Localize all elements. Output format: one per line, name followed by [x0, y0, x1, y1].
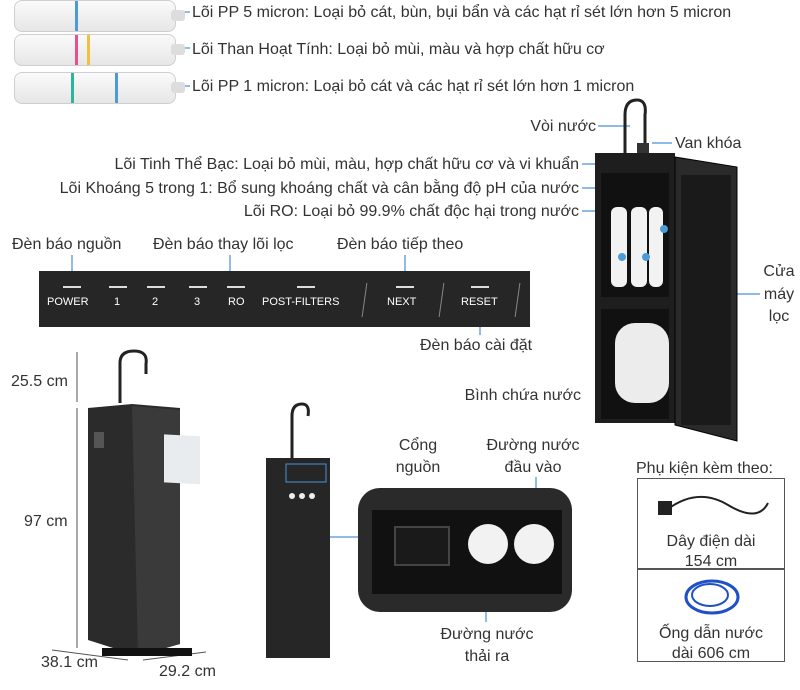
filter3-led: [189, 286, 207, 288]
ro-button[interactable]: RO: [228, 296, 245, 308]
filter2-button[interactable]: 2: [152, 296, 159, 308]
cord-label-2: 154 cm: [684, 553, 738, 570]
pp1-filter-image: [14, 72, 185, 104]
ports-closeup: [358, 488, 572, 612]
power-button[interactable]: POWER: [47, 296, 89, 308]
power-light-label: Đèn báo nguồn: [12, 236, 122, 253]
post-filters-button[interactable]: POST-FILTERS: [262, 296, 340, 308]
next-light-label: Đèn báo tiếp theo: [337, 236, 464, 253]
reset-led: [471, 286, 489, 288]
faucet-height-label: 25.5 cm: [11, 373, 68, 390]
tube-label-2: dài 606 cm: [671, 645, 751, 662]
next-button[interactable]: NEXT: [387, 296, 417, 308]
cord-accessory: [637, 478, 785, 570]
inlet-port-icon: [514, 524, 554, 564]
door-label-1: Cửa: [763, 263, 795, 280]
valve-label: Van khóa: [675, 135, 742, 152]
depth-label: 38.1 cm: [41, 654, 98, 671]
waste-label-1: Đường nước: [440, 626, 534, 643]
silver-core-label: Lõi Tinh Thể Bạc: Loại bỏ mùi, màu, hợp …: [114, 156, 579, 173]
carbon-filter-image: [14, 34, 185, 66]
accessories-title: Phụ kiện kèm theo:: [636, 460, 773, 477]
pp1-filter-label: Lõi PP 1 micron: Loại bỏ cát và các hạt …: [192, 78, 635, 95]
waste-label-2: thải ra: [464, 648, 510, 665]
filter2-led: [147, 286, 165, 288]
post-filters-led: [297, 286, 315, 288]
power-led: [63, 286, 81, 288]
power-cord-icon: [658, 495, 769, 515]
tube-accessory: [637, 568, 785, 662]
width-label: 29.2 cm: [159, 663, 216, 680]
carbon-filter-label: Lõi Than Hoạt Tính: Loại bỏ mùi, màu và …: [192, 41, 605, 58]
filter1-button[interactable]: 1: [114, 296, 121, 308]
ro-led: [227, 286, 245, 288]
cord-label-1: Dây điện dài: [666, 533, 756, 550]
power-port-label-1: Cổng: [398, 437, 438, 454]
side-machine-image: [266, 402, 330, 658]
inlet-label-2: đầu vào: [504, 459, 562, 476]
mineral-core-label: Lõi Khoáng 5 trong 1: Bổ sung khoáng chấ…: [59, 180, 579, 197]
waste-port-icon: [468, 524, 508, 564]
door-label-2: máy: [763, 286, 795, 303]
change-filter-light-label: Đèn báo thay lõi lọc: [153, 236, 294, 253]
door-label-3: lọc: [768, 308, 790, 325]
pp5-filter-image: [14, 0, 185, 32]
body-height-label: 97 cm: [24, 513, 68, 530]
open-cabinet-image: [595, 98, 738, 442]
tank-label: Bình chứa nước: [464, 387, 581, 404]
ro-core-label: Lõi RO: Loại bỏ 99.9% chất độc hại trong…: [243, 203, 579, 220]
filter1-led: [109, 286, 127, 288]
pp5-filter-label: Lõi PP 5 micron: Loại bỏ cát, bùn, bụi b…: [192, 4, 732, 21]
control-panel: POWER 1 2 3 RO POST-FILTERS NEXT RESET: [39, 271, 530, 327]
reset-light-label: Đèn báo cài đặt: [420, 337, 533, 354]
inlet-label-1: Đường nước: [486, 437, 580, 454]
power-socket-icon: [394, 526, 450, 566]
front-machine-image: [88, 349, 200, 656]
reset-button[interactable]: RESET: [461, 296, 498, 308]
next-led: [396, 286, 414, 288]
filter3-button[interactable]: 3: [194, 296, 201, 308]
tube-label-1: Ống dẫn nước: [659, 625, 763, 642]
faucet-label: Vòi nước: [530, 118, 596, 135]
power-port-label-2: nguồn: [395, 459, 441, 476]
water-tube-icon: [684, 579, 740, 615]
